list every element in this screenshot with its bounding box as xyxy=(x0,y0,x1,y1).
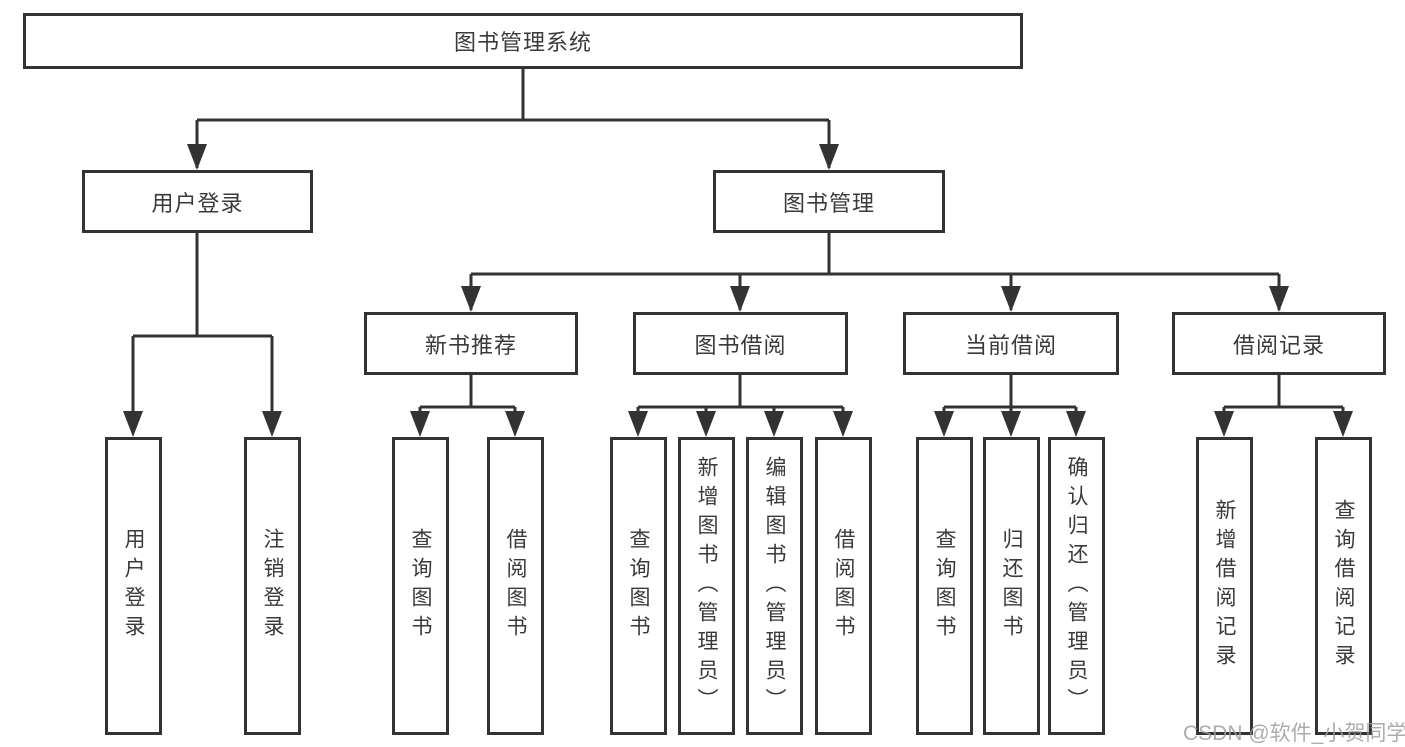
node-label: 图书借阅 xyxy=(694,332,787,358)
leaf-confirm-return-admin: 确认归还（管理员） xyxy=(1048,437,1105,735)
leaf-label: 注销登录 xyxy=(261,528,284,644)
leaf-label: 借阅图书 xyxy=(832,528,855,644)
node-book-borrowing: 图书借阅 xyxy=(633,312,848,375)
leaf-label: 新增图书（管理员） xyxy=(695,455,718,717)
node-borrowing-records: 借阅记录 xyxy=(1172,312,1386,375)
node-label: 图书管理系统 xyxy=(453,30,592,55)
leaf-label: 编辑图书（管理员） xyxy=(763,455,786,717)
node-label: 新书推荐 xyxy=(424,332,517,358)
leaf-label: 查询图书 xyxy=(627,528,650,644)
leaf-query-books-current: 查询图书 xyxy=(916,437,973,735)
node-label: 用户登录 xyxy=(151,190,244,216)
leaf-return-books: 归还图书 xyxy=(983,437,1040,735)
node-library-management-system: 图书管理系统 xyxy=(23,13,1023,69)
node-new-book-recommend: 新书推荐 xyxy=(364,312,578,375)
leaf-query-books-recommend: 查询图书 xyxy=(392,437,449,735)
leaf-borrow-books-recommend: 借阅图书 xyxy=(487,437,544,735)
leaf-label: 归还图书 xyxy=(1000,528,1023,644)
leaf-edit-books-admin: 编辑图书（管理员） xyxy=(746,437,803,735)
connector-paths xyxy=(131,69,1345,433)
node-book-management: 图书管理 xyxy=(713,170,945,233)
leaf-label: 查询借阅记录 xyxy=(1332,499,1355,673)
node-label: 图书管理 xyxy=(782,190,875,216)
leaf-label: 查询图书 xyxy=(933,528,956,644)
node-current-borrowing: 当前借阅 xyxy=(903,312,1119,375)
leaf-query-books-borrow: 查询图书 xyxy=(610,437,667,735)
leaf-label: 确认归还（管理员） xyxy=(1065,455,1088,717)
leaf-borrow-books: 借阅图书 xyxy=(815,437,872,735)
leaf-logout: 注销登录 xyxy=(244,437,301,735)
node-user-login: 用户登录 xyxy=(82,170,313,233)
leaf-query-borrow-record: 查询借阅记录 xyxy=(1315,437,1372,735)
leaf-add-borrow-record: 新增借阅记录 xyxy=(1196,437,1253,735)
leaf-user-login: 用户登录 xyxy=(105,437,162,735)
node-label: 借阅记录 xyxy=(1232,332,1325,358)
leaf-label: 查询图书 xyxy=(409,528,432,644)
leaf-label: 新增借阅记录 xyxy=(1213,499,1236,673)
node-label: 当前借阅 xyxy=(964,332,1057,358)
leaf-label: 用户登录 xyxy=(122,528,145,644)
leaf-label: 借阅图书 xyxy=(504,528,527,644)
leaf-add-books-admin: 新增图书（管理员） xyxy=(678,437,735,735)
